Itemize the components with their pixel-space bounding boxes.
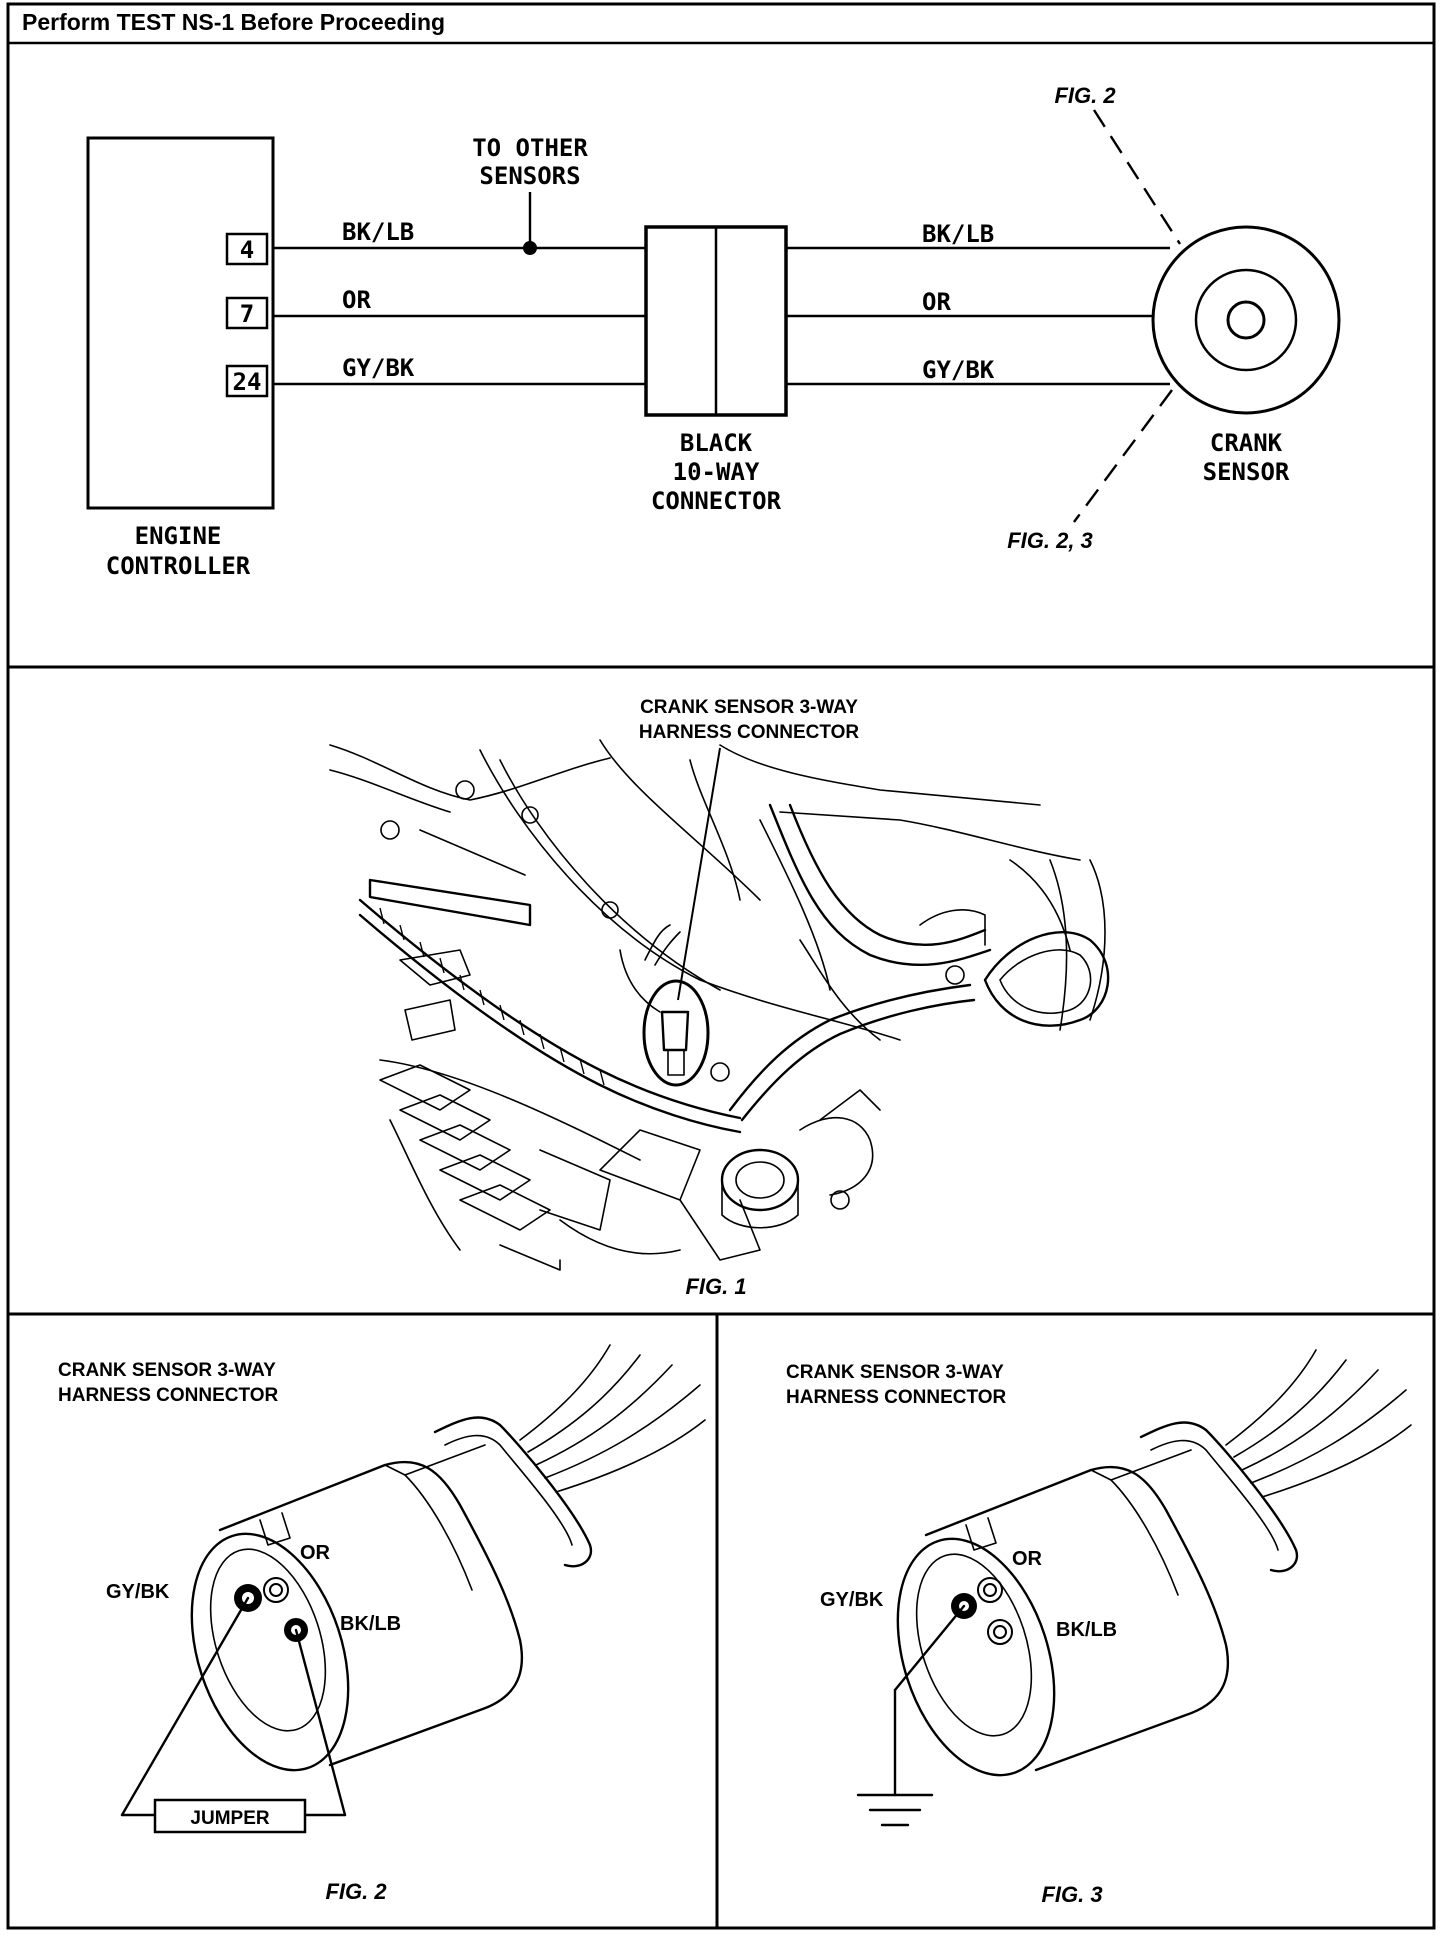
fig1-connector-highlight: [642, 979, 710, 1087]
pin-box-24: [225, 364, 269, 398]
engine-controller-label-2: CONTROLLER: [106, 552, 251, 580]
fig3-title-2: HARNESS CONNECTOR: [786, 1387, 1007, 1408]
fig2-pin-label-or: OR: [300, 1542, 331, 1564]
fig3-caption: FIG. 3: [1041, 1882, 1102, 1907]
fig2-title-1: CRANK SENSOR 3-WAY: [58, 1360, 276, 1381]
fig2-pin-label-gybk: GY/BK: [106, 1581, 170, 1603]
connector-label-3: CONNECTOR: [651, 487, 782, 515]
fig2-pin-label-bklb: BK/LB: [340, 1613, 401, 1635]
engine-controller-box: [86, 136, 275, 510]
crank-sensor-label-1: CRANK: [1210, 429, 1283, 457]
wire-label-bklb-left: BK/LB: [342, 218, 414, 246]
fig1-callout-leader: [677, 747, 721, 1001]
fig3-pin-label-gybk: GY/BK: [820, 1589, 884, 1611]
fig2-jumper-box: [153, 1798, 307, 1834]
fig2-connector-illustration: CRANK SENSOR 3-WAY HARNESS CONNECTOR OR …: [58, 1344, 706, 1834]
splice-dot: [523, 241, 537, 255]
fig3-title-1: CRANK SENSOR 3-WAY: [786, 1362, 1004, 1383]
header-title: Perform TEST NS-1 Before Proceeding: [22, 9, 445, 35]
pin-number-7: 7: [240, 300, 254, 328]
fig1-callout-1: CRANK SENSOR 3-WAY: [640, 697, 858, 718]
pin-number-24: 24: [233, 368, 262, 396]
fig-ref-top-leader: [1092, 109, 1182, 245]
fig1-caption: FIG. 1: [685, 1274, 746, 1299]
fig2-caption: FIG. 2: [325, 1879, 387, 1904]
connector-label-1: BLACK: [680, 429, 753, 457]
page-frame: [6, 2, 1436, 1930]
fig1-callout-2: HARNESS CONNECTOR: [639, 722, 860, 743]
fig-ref-bottom: FIG. 2, 3: [1007, 528, 1093, 553]
fig3-pin-label-bklb: BK/LB: [1056, 1619, 1117, 1641]
engine-controller-label-1: ENGINE: [135, 522, 222, 550]
splice-label-2: SENSORS: [479, 162, 580, 190]
wire-label-or-left: OR: [342, 286, 371, 314]
crank-sensor-label-2: SENSOR: [1203, 458, 1290, 486]
ground-symbol-icon: [856, 1793, 934, 1827]
pin-box-4: [225, 232, 269, 266]
wiring-schematic: 4 7 24 ENGINE CONTROLLER BK/LB OR GY/BK …: [86, 83, 1341, 580]
crank-sensor-middle: [1194, 268, 1298, 372]
pin-box-7: [225, 296, 269, 330]
wire-label-gybk-left: GY/BK: [342, 354, 415, 382]
fig-ref-top: FIG. 2: [1054, 83, 1116, 108]
crank-sensor-inner: [1226, 300, 1266, 340]
fig1-engine-illustration: CRANK SENSOR 3-WAY HARNESS CONNECTOR: [329, 697, 1110, 1271]
splice-label-1: TO OTHER: [472, 134, 588, 162]
connector-label-2: 10-WAY: [673, 458, 760, 486]
fig3-connector-illustration: CRANK SENSOR 3-WAY HARNESS CONNECTOR OR …: [786, 1349, 1412, 1827]
fig2-title-2: HARNESS CONNECTOR: [58, 1385, 279, 1406]
fig3-pin-label-or: OR: [1012, 1548, 1043, 1570]
fig2-jumper-label: JUMPER: [190, 1808, 269, 1829]
wire-label-or-right: OR: [922, 288, 951, 316]
pin-number-4: 4: [240, 236, 254, 264]
wire-label-gybk-right: GY/BK: [922, 356, 995, 384]
crank-sensor-outer: [1151, 225, 1341, 415]
fig-ref-bottom-leader: [1073, 389, 1173, 523]
wire-label-bklb-right: BK/LB: [922, 220, 994, 248]
